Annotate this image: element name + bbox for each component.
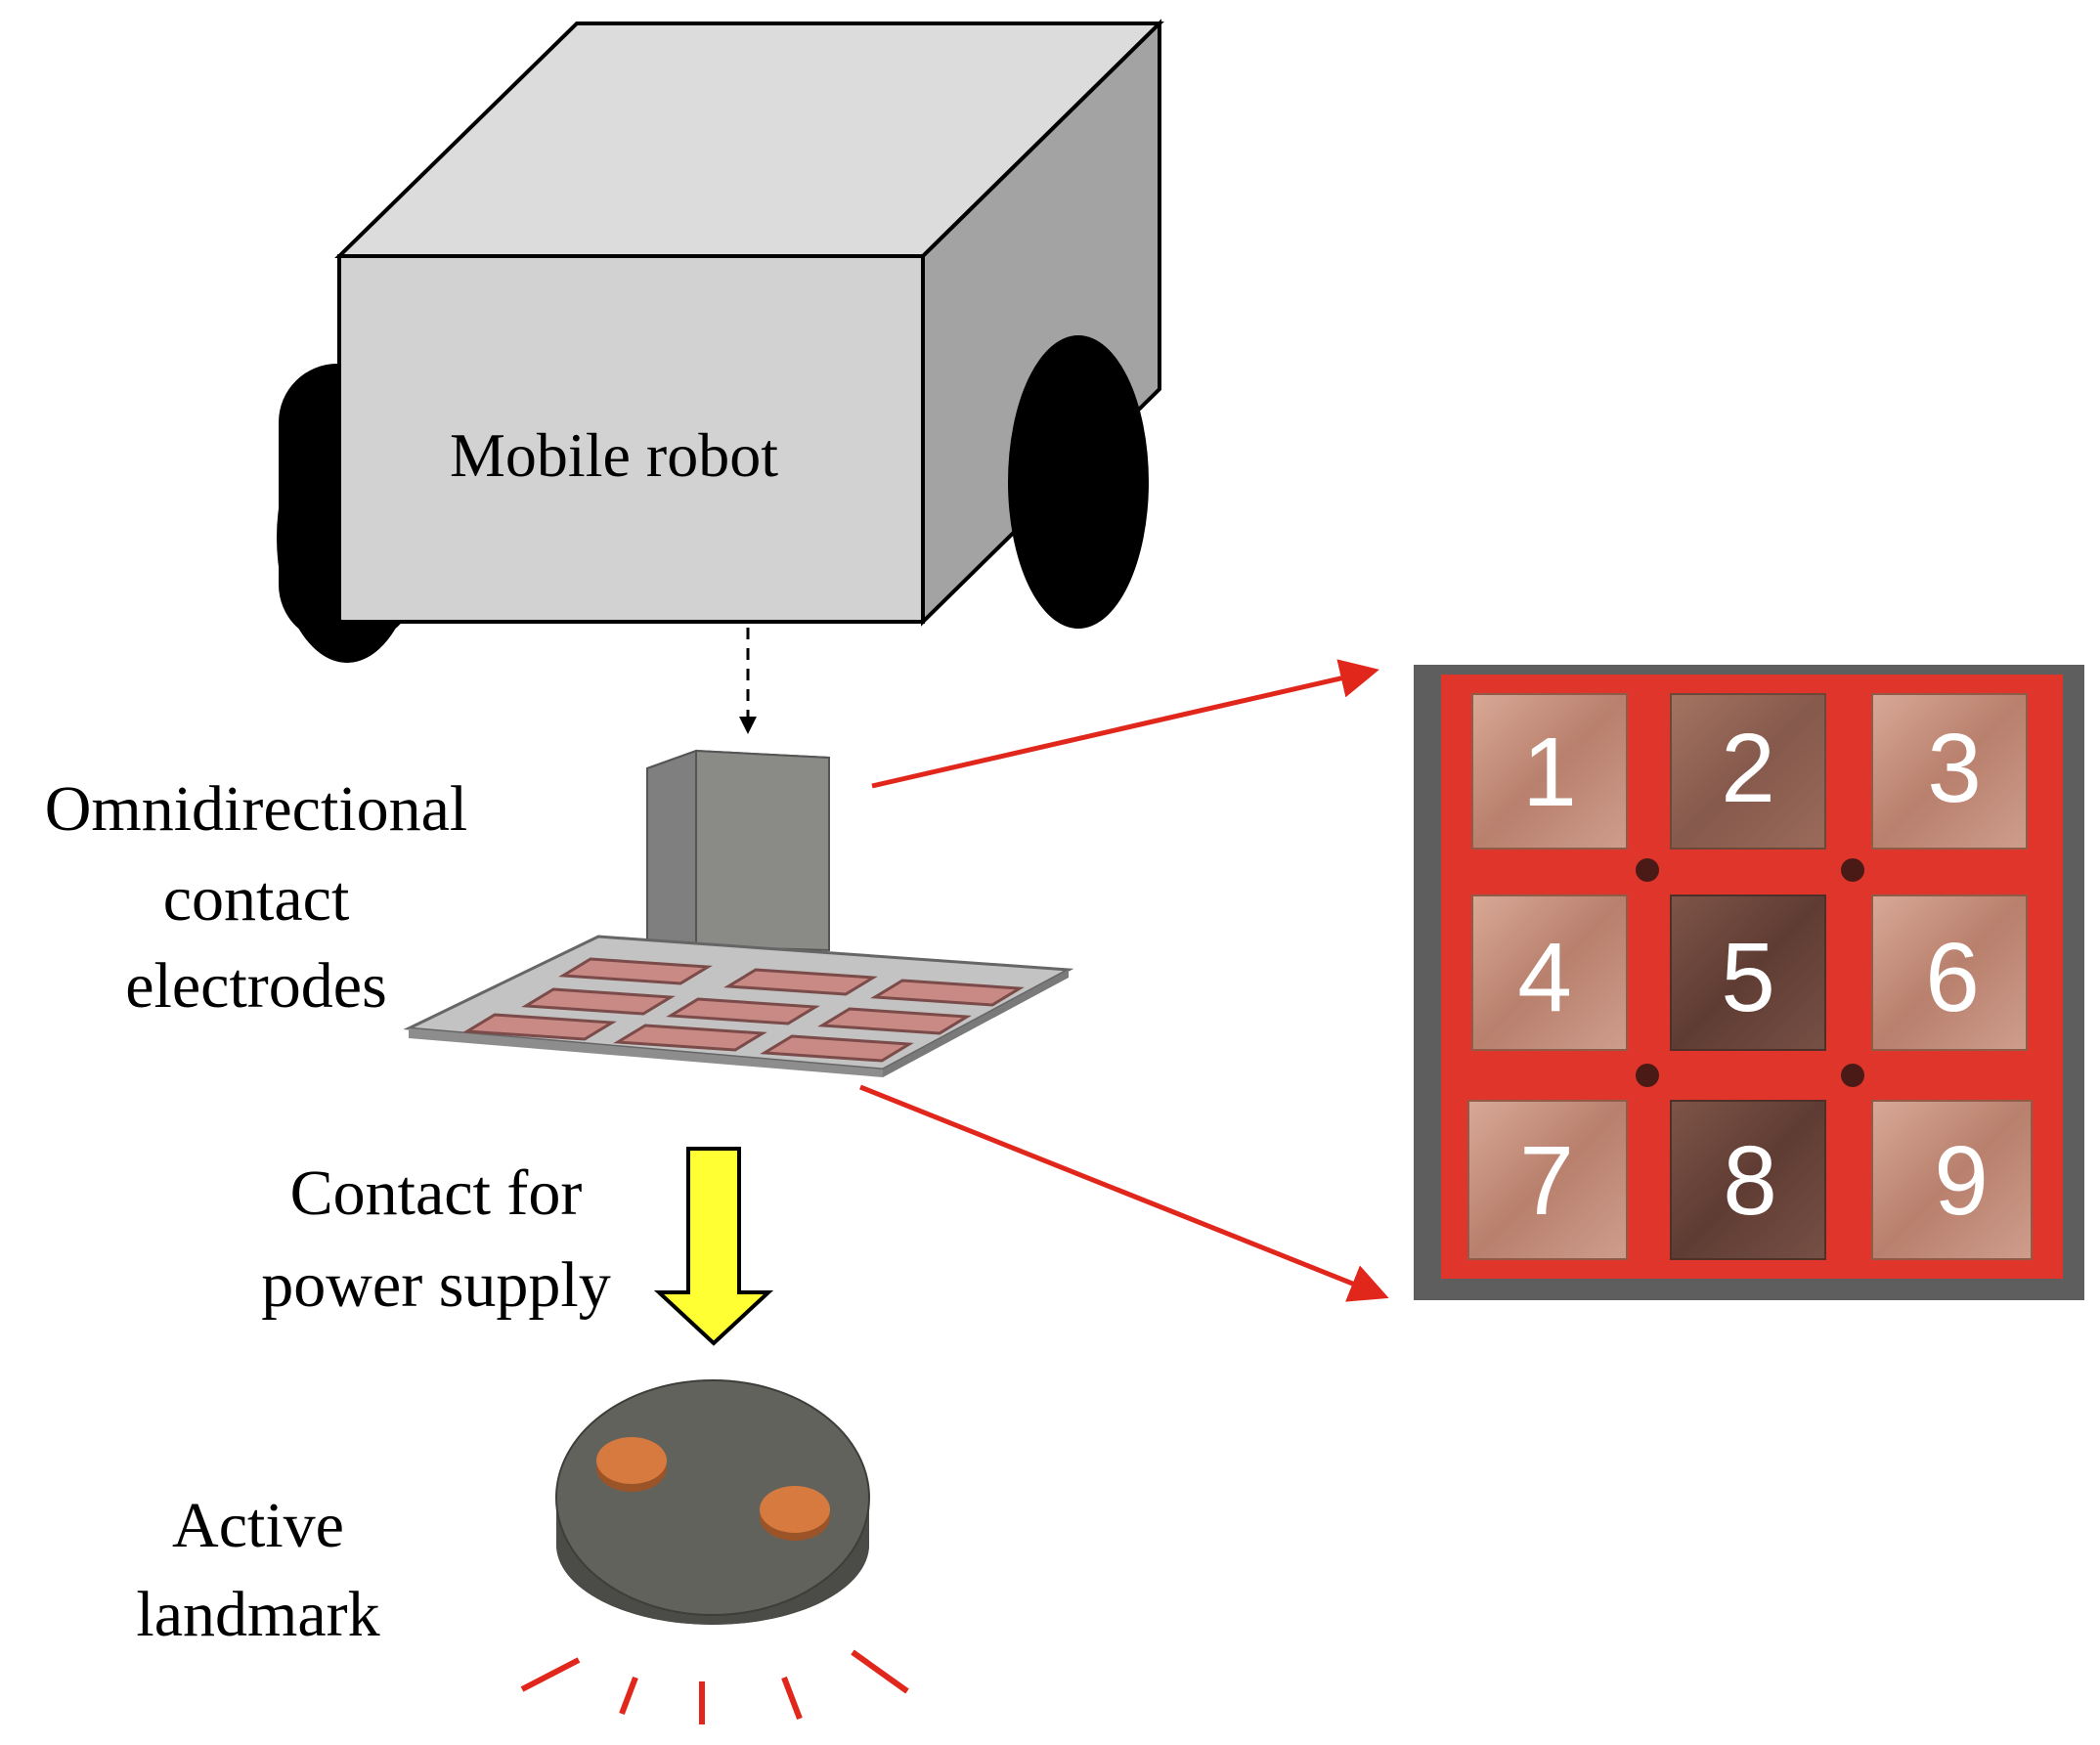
tile-number-8: 8 [1723, 1126, 1777, 1236]
electrode-plate-edge [409, 1028, 883, 1077]
tile-number-3: 3 [1927, 714, 1982, 823]
hole-4 [1841, 1064, 1864, 1087]
right-wheel [1008, 335, 1149, 629]
pad-3 [870, 979, 1025, 1007]
hole-2 [1841, 858, 1864, 882]
power-supply-arrow [653, 1147, 774, 1346]
electrodes-label-line1: Omnidirectional [45, 773, 468, 845]
copper-tile-8 [1670, 1100, 1826, 1260]
glow-line-4 [781, 1676, 803, 1721]
copper-tile-7 [1467, 1100, 1628, 1260]
landmark-label-line1: Active [172, 1490, 344, 1561]
pad-2 [723, 968, 878, 996]
electrode-plate-edge-right [883, 970, 1069, 1077]
tile-number-7: 7 [1519, 1126, 1574, 1236]
copper-tile-9 [1871, 1100, 2033, 1260]
pad-1 [558, 957, 713, 985]
landmark-label-line2: landmark [136, 1579, 379, 1650]
hole-3 [1636, 1064, 1659, 1087]
tile-number-5: 5 [1721, 923, 1775, 1032]
pad-6 [817, 1007, 972, 1035]
tile-number-1: 1 [1522, 718, 1577, 827]
electrodes-label-line2: contact [163, 863, 350, 935]
copper-tile-6 [1871, 894, 2028, 1051]
pad-7 [462, 1013, 617, 1041]
robot-label: Mobile robot [450, 420, 778, 490]
active-landmark [555, 1379, 870, 1625]
contact-label-line1: Contact for [290, 1157, 583, 1229]
contact-label-line2: power supply [261, 1249, 610, 1321]
electrode-post-left [646, 749, 697, 960]
tile-number-2: 2 [1721, 714, 1775, 823]
electrode-post-front [695, 749, 830, 952]
glow-line-1 [520, 1657, 581, 1692]
pad-5 [666, 997, 820, 1025]
copper-tile-5 [1670, 894, 1826, 1051]
glow-line-5 [851, 1649, 909, 1694]
electrode-pads [462, 957, 1025, 1063]
landmark-contact-2 [760, 1486, 830, 1533]
landmark-glow [520, 1649, 909, 1724]
tile-number-9: 9 [1934, 1126, 1989, 1236]
pad-8 [613, 1024, 767, 1052]
copper-tile-3 [1871, 693, 2028, 850]
pad-4 [521, 987, 676, 1016]
tile-number-4: 4 [1517, 923, 1572, 1032]
copper-tile-1 [1471, 693, 1628, 850]
pad-9 [760, 1034, 914, 1063]
copper-tile-4 [1471, 894, 1628, 1051]
robot-front-face [337, 254, 925, 624]
copper-tile-2 [1670, 693, 1826, 850]
electrodes-label-line3: electrodes [125, 950, 387, 1022]
tile-number-6: 6 [1925, 923, 1980, 1032]
landmark-contact-1 [596, 1437, 667, 1484]
mobile-robot: Mobile robot [277, 19, 1164, 663]
pointer-arrow-lower [859, 1084, 1389, 1302]
electrode-photo: 1 2 3 4 5 6 7 8 9 [1414, 665, 2084, 1300]
hole-1 [1636, 858, 1659, 882]
glow-line-2 [619, 1676, 638, 1716]
pointer-arrow-upper [871, 659, 1379, 789]
electrode-assembly [403, 749, 1074, 1077]
